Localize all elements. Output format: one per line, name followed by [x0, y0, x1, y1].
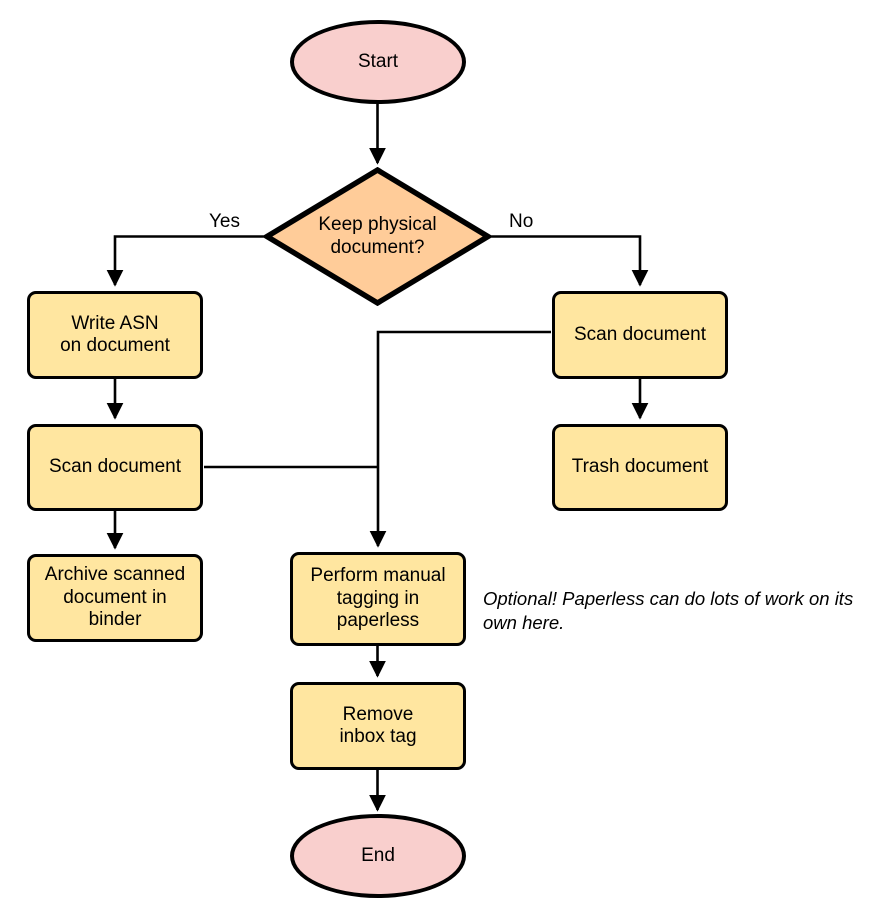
node-start-label: Start [357, 50, 399, 72]
node-trash-document-label: Trash document [571, 456, 709, 478]
node-end-label: End [361, 844, 395, 866]
node-scan-document-left[interactable]: Scan document [27, 424, 203, 511]
edge-decision-no-to-scan-right [491, 235, 649, 287]
annotation-optional-note: Optional! Paperless can do lots of work … [483, 588, 854, 634]
diamond-shape-icon [264, 167, 491, 306]
node-scan-document-right-label: Scan document [573, 323, 707, 345]
node-end[interactable]: End [290, 814, 466, 898]
edge-scan-right-to-manual-tagging [369, 330, 551, 548]
edge-decision-yes-to-write-asn [106, 235, 264, 287]
node-archive-scanned-document-in-binder[interactable]: Archive scanned document in binder [27, 554, 203, 642]
node-archive-binder-label: Archive scanned document in binder [44, 564, 186, 631]
node-trash-document[interactable]: Trash document [552, 424, 728, 511]
node-remove-inbox-tag-label: Remove inbox tag [339, 703, 417, 747]
node-decision-label: Keep physical document? [318, 214, 437, 258]
edge-label-no: No [509, 211, 534, 232]
node-start[interactable]: Start [290, 20, 466, 104]
node-write-asn-on-document[interactable]: Write ASN on document [27, 291, 203, 379]
node-write-asn-label: Write ASN on document [60, 312, 170, 356]
node-scan-document-right[interactable]: Scan document [552, 291, 728, 379]
node-perform-manual-tagging-in-paperless[interactable]: Perform manual tagging in paperless [290, 552, 466, 646]
edge-label-yes: Yes [209, 211, 240, 232]
node-remove-inbox-tag[interactable]: Remove inbox tag [290, 682, 466, 770]
node-decision-keep-physical-document[interactable]: Keep physical document? [264, 167, 491, 306]
node-manual-tagging-label: Perform manual tagging in paperless [310, 565, 446, 632]
node-scan-document-left-label: Scan document [48, 456, 182, 478]
